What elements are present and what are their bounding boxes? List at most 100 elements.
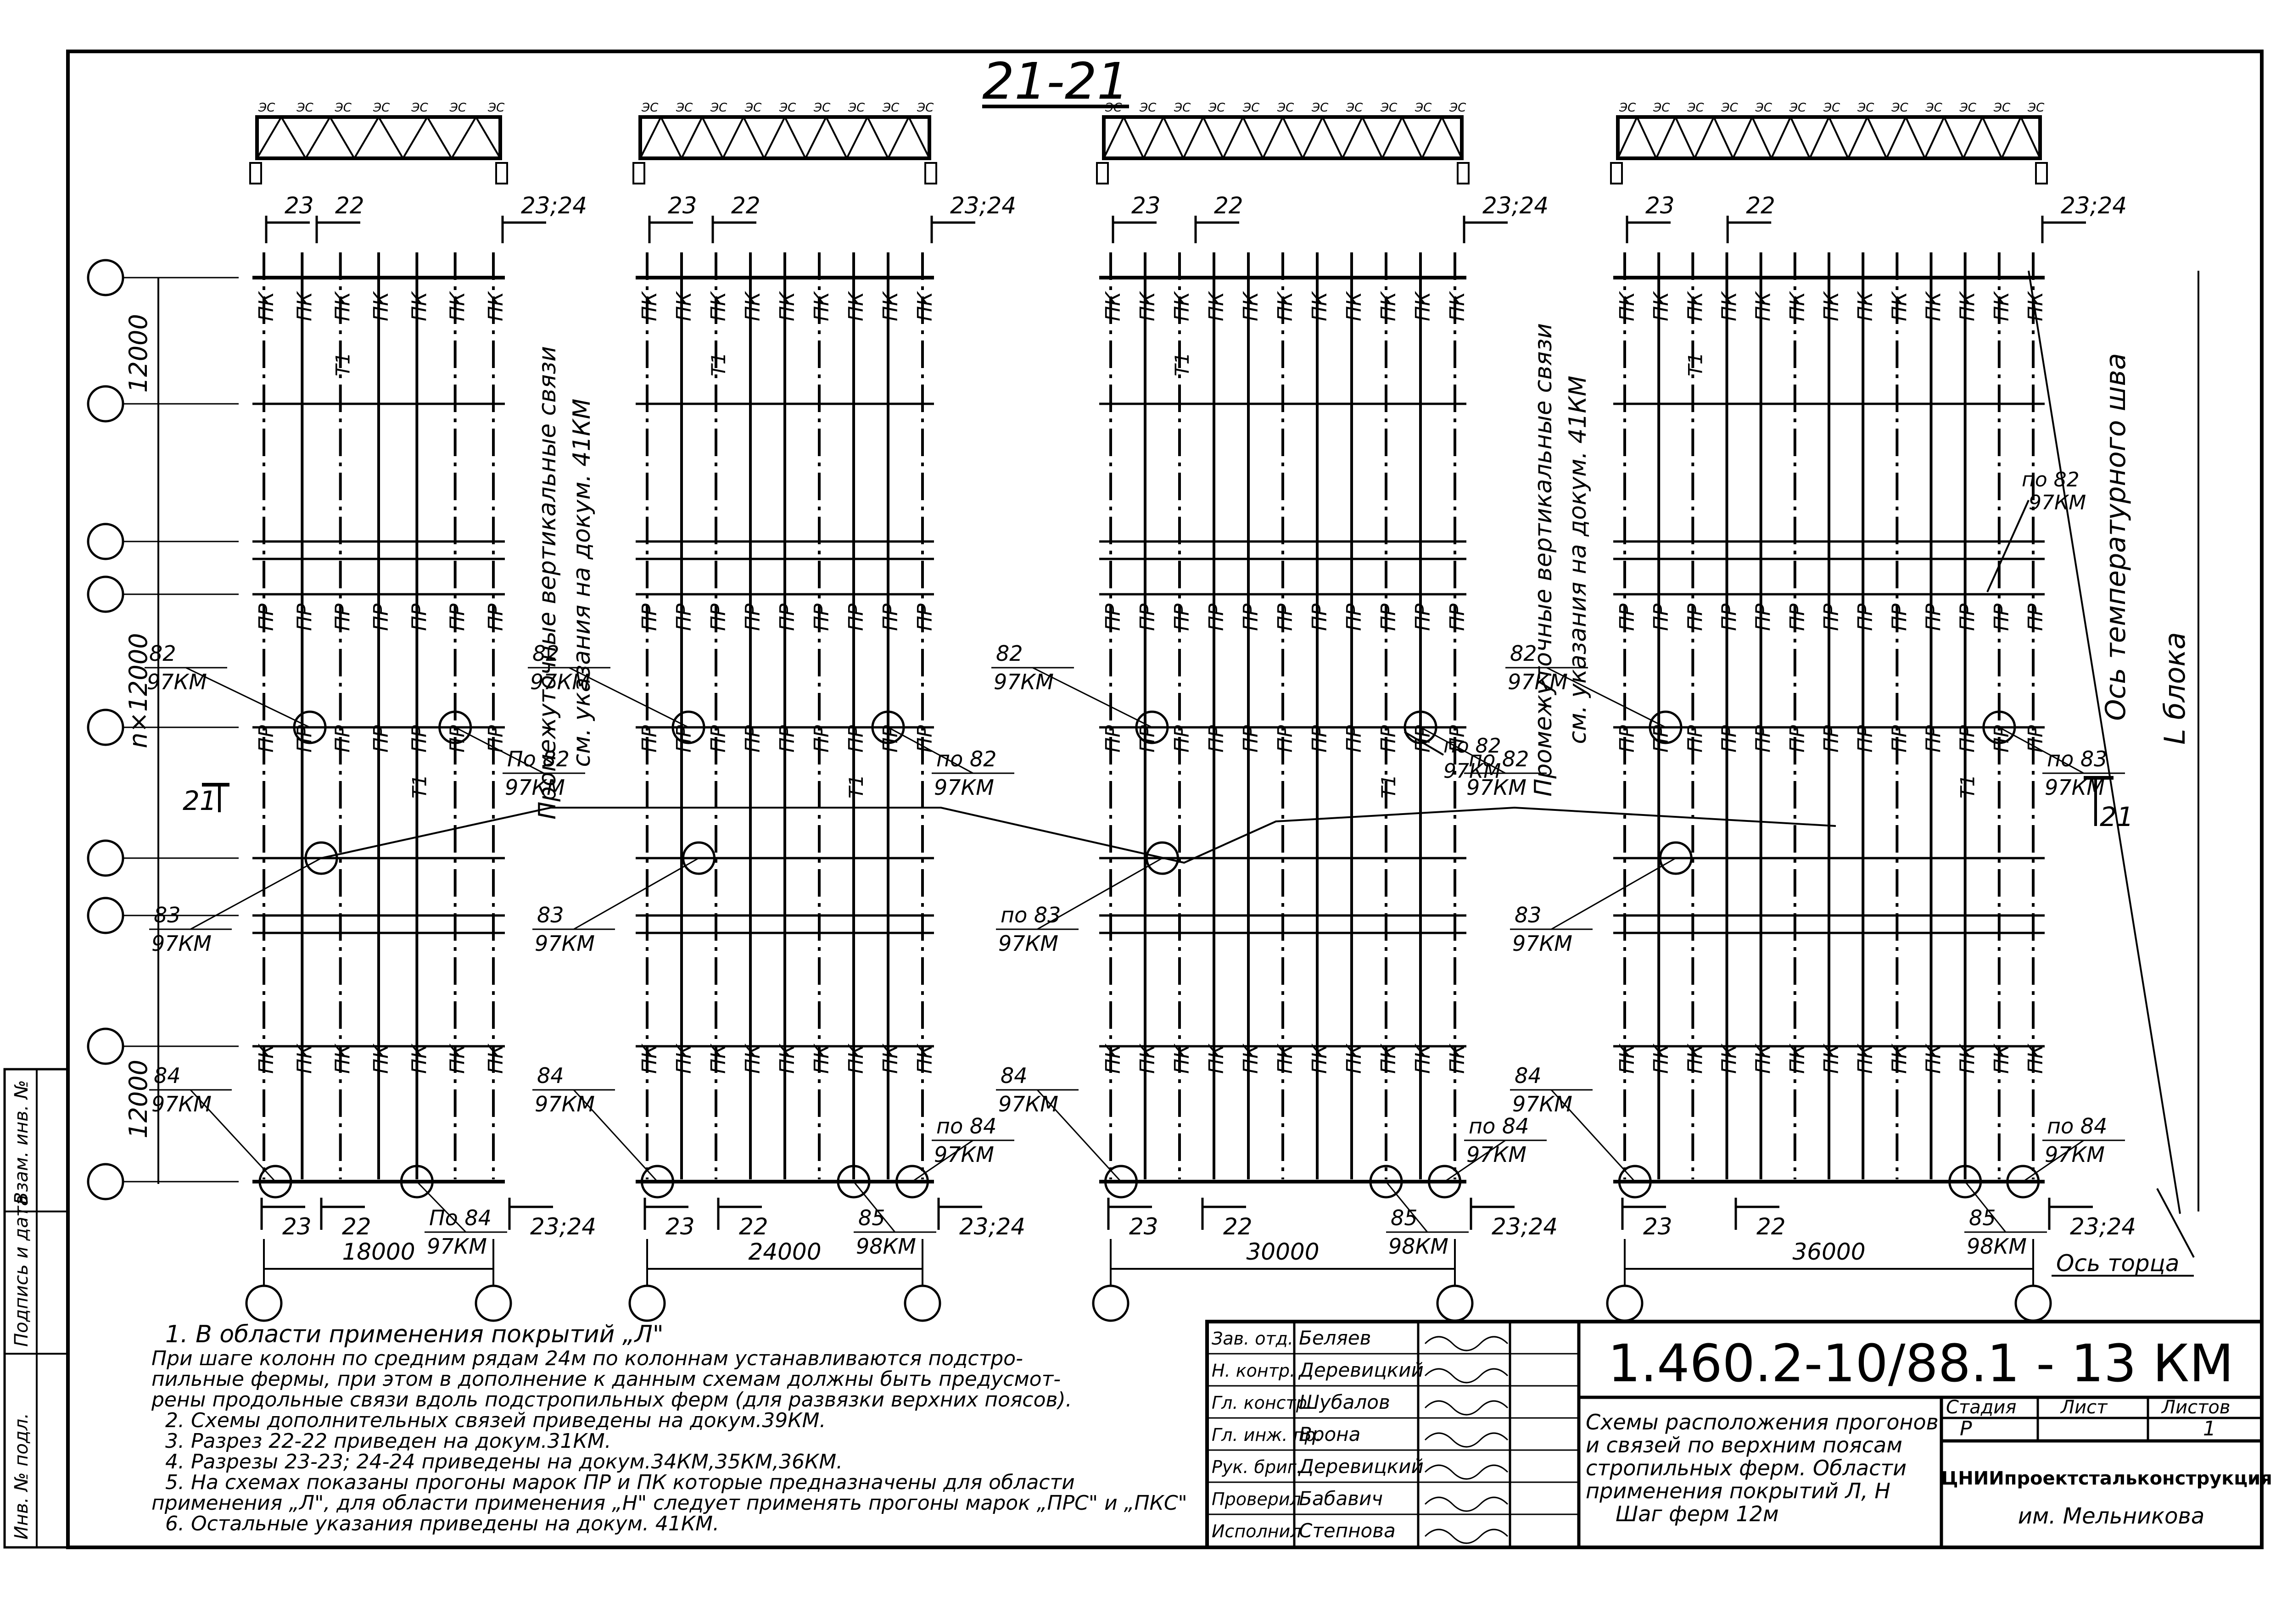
tags-bot-tag: ПК — [638, 1044, 661, 1074]
callout-circle — [682, 841, 716, 875]
description-line-4: Шаг ферм 12м — [1616, 1501, 1779, 1526]
truss-diagonal — [1943, 117, 1964, 159]
callout-top: 83 — [1515, 903, 1542, 927]
truss-support-left — [249, 162, 262, 184]
truss-diagonal — [2020, 117, 2041, 159]
truss-diagonal — [681, 117, 703, 159]
bay-axis-circle-left — [245, 1284, 283, 1322]
tb-signature — [1424, 1464, 1509, 1480]
callout-circle — [1649, 710, 1683, 744]
axis-marker-8 — [87, 1163, 124, 1200]
callout-top: по 82 — [1469, 747, 1529, 771]
tags-bot-tag: ПК — [1990, 1044, 2013, 1074]
tags-top-tag: ПК — [1446, 291, 1469, 321]
tags-mid2-tag: ПР — [1752, 725, 1775, 753]
tags-mid2-tag: ПР — [1308, 725, 1331, 753]
tags-mid1-tag: ПР — [369, 603, 393, 631]
top-section-mark: 23;24 — [950, 192, 1016, 219]
truss-diagonal — [1222, 117, 1244, 159]
sheet-header: Лист — [2060, 1397, 2108, 1418]
description-line-0: Схемы расположения прогонов — [1586, 1410, 1939, 1434]
callout-bottom: 97КМ — [530, 670, 590, 694]
callout-top: 85 — [858, 1205, 885, 1230]
tags-top-tag: ПК — [638, 291, 661, 321]
tags-bot-tag: ПК — [1922, 1044, 1946, 1074]
middle-callout-1-top: по 82 — [1443, 734, 1501, 758]
callout-bottom: 98КМ — [1388, 1234, 1448, 1259]
truss-purlin-mark: ЭС — [710, 101, 727, 115]
tags-bot-tag: ПК — [672, 1044, 696, 1074]
tags-bot-tag: ПК — [1718, 1044, 1741, 1074]
tags-bot-tag: ПК — [293, 1044, 316, 1074]
callout-circle — [1948, 1165, 1982, 1199]
tags-top-tag: ПК — [879, 291, 902, 321]
truss-diagonal — [1694, 117, 1715, 159]
callout-leader — [1551, 857, 1676, 930]
tags-top-tag: ПК — [1616, 291, 1639, 321]
tags-bot-tag: ПК — [1274, 1044, 1297, 1074]
callout-leader — [1999, 726, 2084, 774]
top-section-mark: 23;24 — [1482, 192, 1549, 219]
callout-top: 84 — [1001, 1063, 1028, 1088]
callout-bottom: 97КМ — [934, 1142, 994, 1167]
callout-bottom: 97КМ — [2045, 1142, 2105, 1167]
tags-top-tag: ПК — [707, 291, 730, 321]
truss-purlin-mark: ЭС — [1857, 101, 1874, 115]
callout-top: 85 — [1969, 1205, 1996, 1230]
callout-leader — [1385, 1181, 1428, 1233]
truss-diagonal — [887, 117, 910, 159]
middle-callout-2-top: по 82 — [2022, 468, 2080, 491]
callout-circle — [1404, 710, 1437, 744]
callout-leader — [1420, 726, 1506, 774]
left-stamp-replace: Взам. инв. № — [11, 1080, 32, 1205]
truss-purlin-mark: ЭС — [1993, 101, 2011, 115]
tags-mid2-tag: ПР — [638, 725, 661, 753]
t1-label: Т1 — [1171, 352, 1193, 376]
truss-diagonal — [1674, 117, 1696, 159]
callout-top: 82 — [1510, 641, 1537, 666]
callout-circle — [895, 1165, 929, 1199]
truss-purlin-mark: ЭС — [1653, 101, 1670, 115]
tags-mid2-tag: ПР — [1922, 725, 1946, 753]
tags-mid1-tag: ПР — [1956, 603, 1979, 631]
truss-purlin-mark: ЭС — [1789, 101, 1806, 115]
top-section-mark: 23;24 — [521, 192, 587, 219]
callout-top: 83 — [154, 903, 181, 927]
tags-mid2-tag: ПР — [776, 725, 799, 753]
truss-purlin-mark: ЭС — [1891, 101, 1908, 115]
callout-bottom: 97КМ — [505, 775, 565, 800]
tags-top-tag: ПК — [776, 291, 799, 321]
callout-leader — [853, 1181, 896, 1233]
tags-mid1-tag: ПР — [1683, 603, 1707, 631]
truss-diagonal — [1182, 117, 1204, 159]
truss-diagonal — [1655, 117, 1677, 159]
truss-diagonal — [1262, 117, 1284, 159]
truss-diagonal — [701, 117, 724, 159]
tags-mid1-tag: ПР — [707, 603, 730, 631]
truss-diagonal — [1981, 117, 2003, 159]
callout-circle — [871, 710, 905, 744]
tags-mid2-tag: ПР — [913, 725, 937, 753]
span-dimension: 36000 — [1792, 1239, 1865, 1265]
left-stamp-inv: Инв. № подл. — [11, 1413, 32, 1540]
callout-top: 82 — [532, 641, 559, 666]
vertical-bracing-leader — [321, 806, 1836, 864]
tags-mid1-tag: ПР — [1136, 603, 1159, 631]
truss-diagonal — [1202, 117, 1224, 159]
tags-mid1-tag: ПР — [741, 603, 765, 631]
truss-diagonal — [639, 117, 662, 159]
truss-purlin-mark: ЭС — [1139, 101, 1157, 115]
truss-diagonal — [2001, 117, 2022, 159]
callout-bottom: 97КМ — [998, 931, 1058, 956]
tags-top-tag: ПК — [1990, 291, 2013, 321]
truss-diagonal — [1924, 117, 1945, 159]
callout-leader — [569, 667, 689, 728]
callout-bottom: 97КМ — [535, 1092, 595, 1116]
tags-top-tag: ПК — [369, 291, 393, 321]
truss-diagonal — [660, 117, 682, 159]
truss-support-right — [2035, 162, 2048, 184]
middle-callout-1-bottom: 97КМ — [1443, 759, 1501, 783]
truss-diagonal — [353, 116, 380, 159]
